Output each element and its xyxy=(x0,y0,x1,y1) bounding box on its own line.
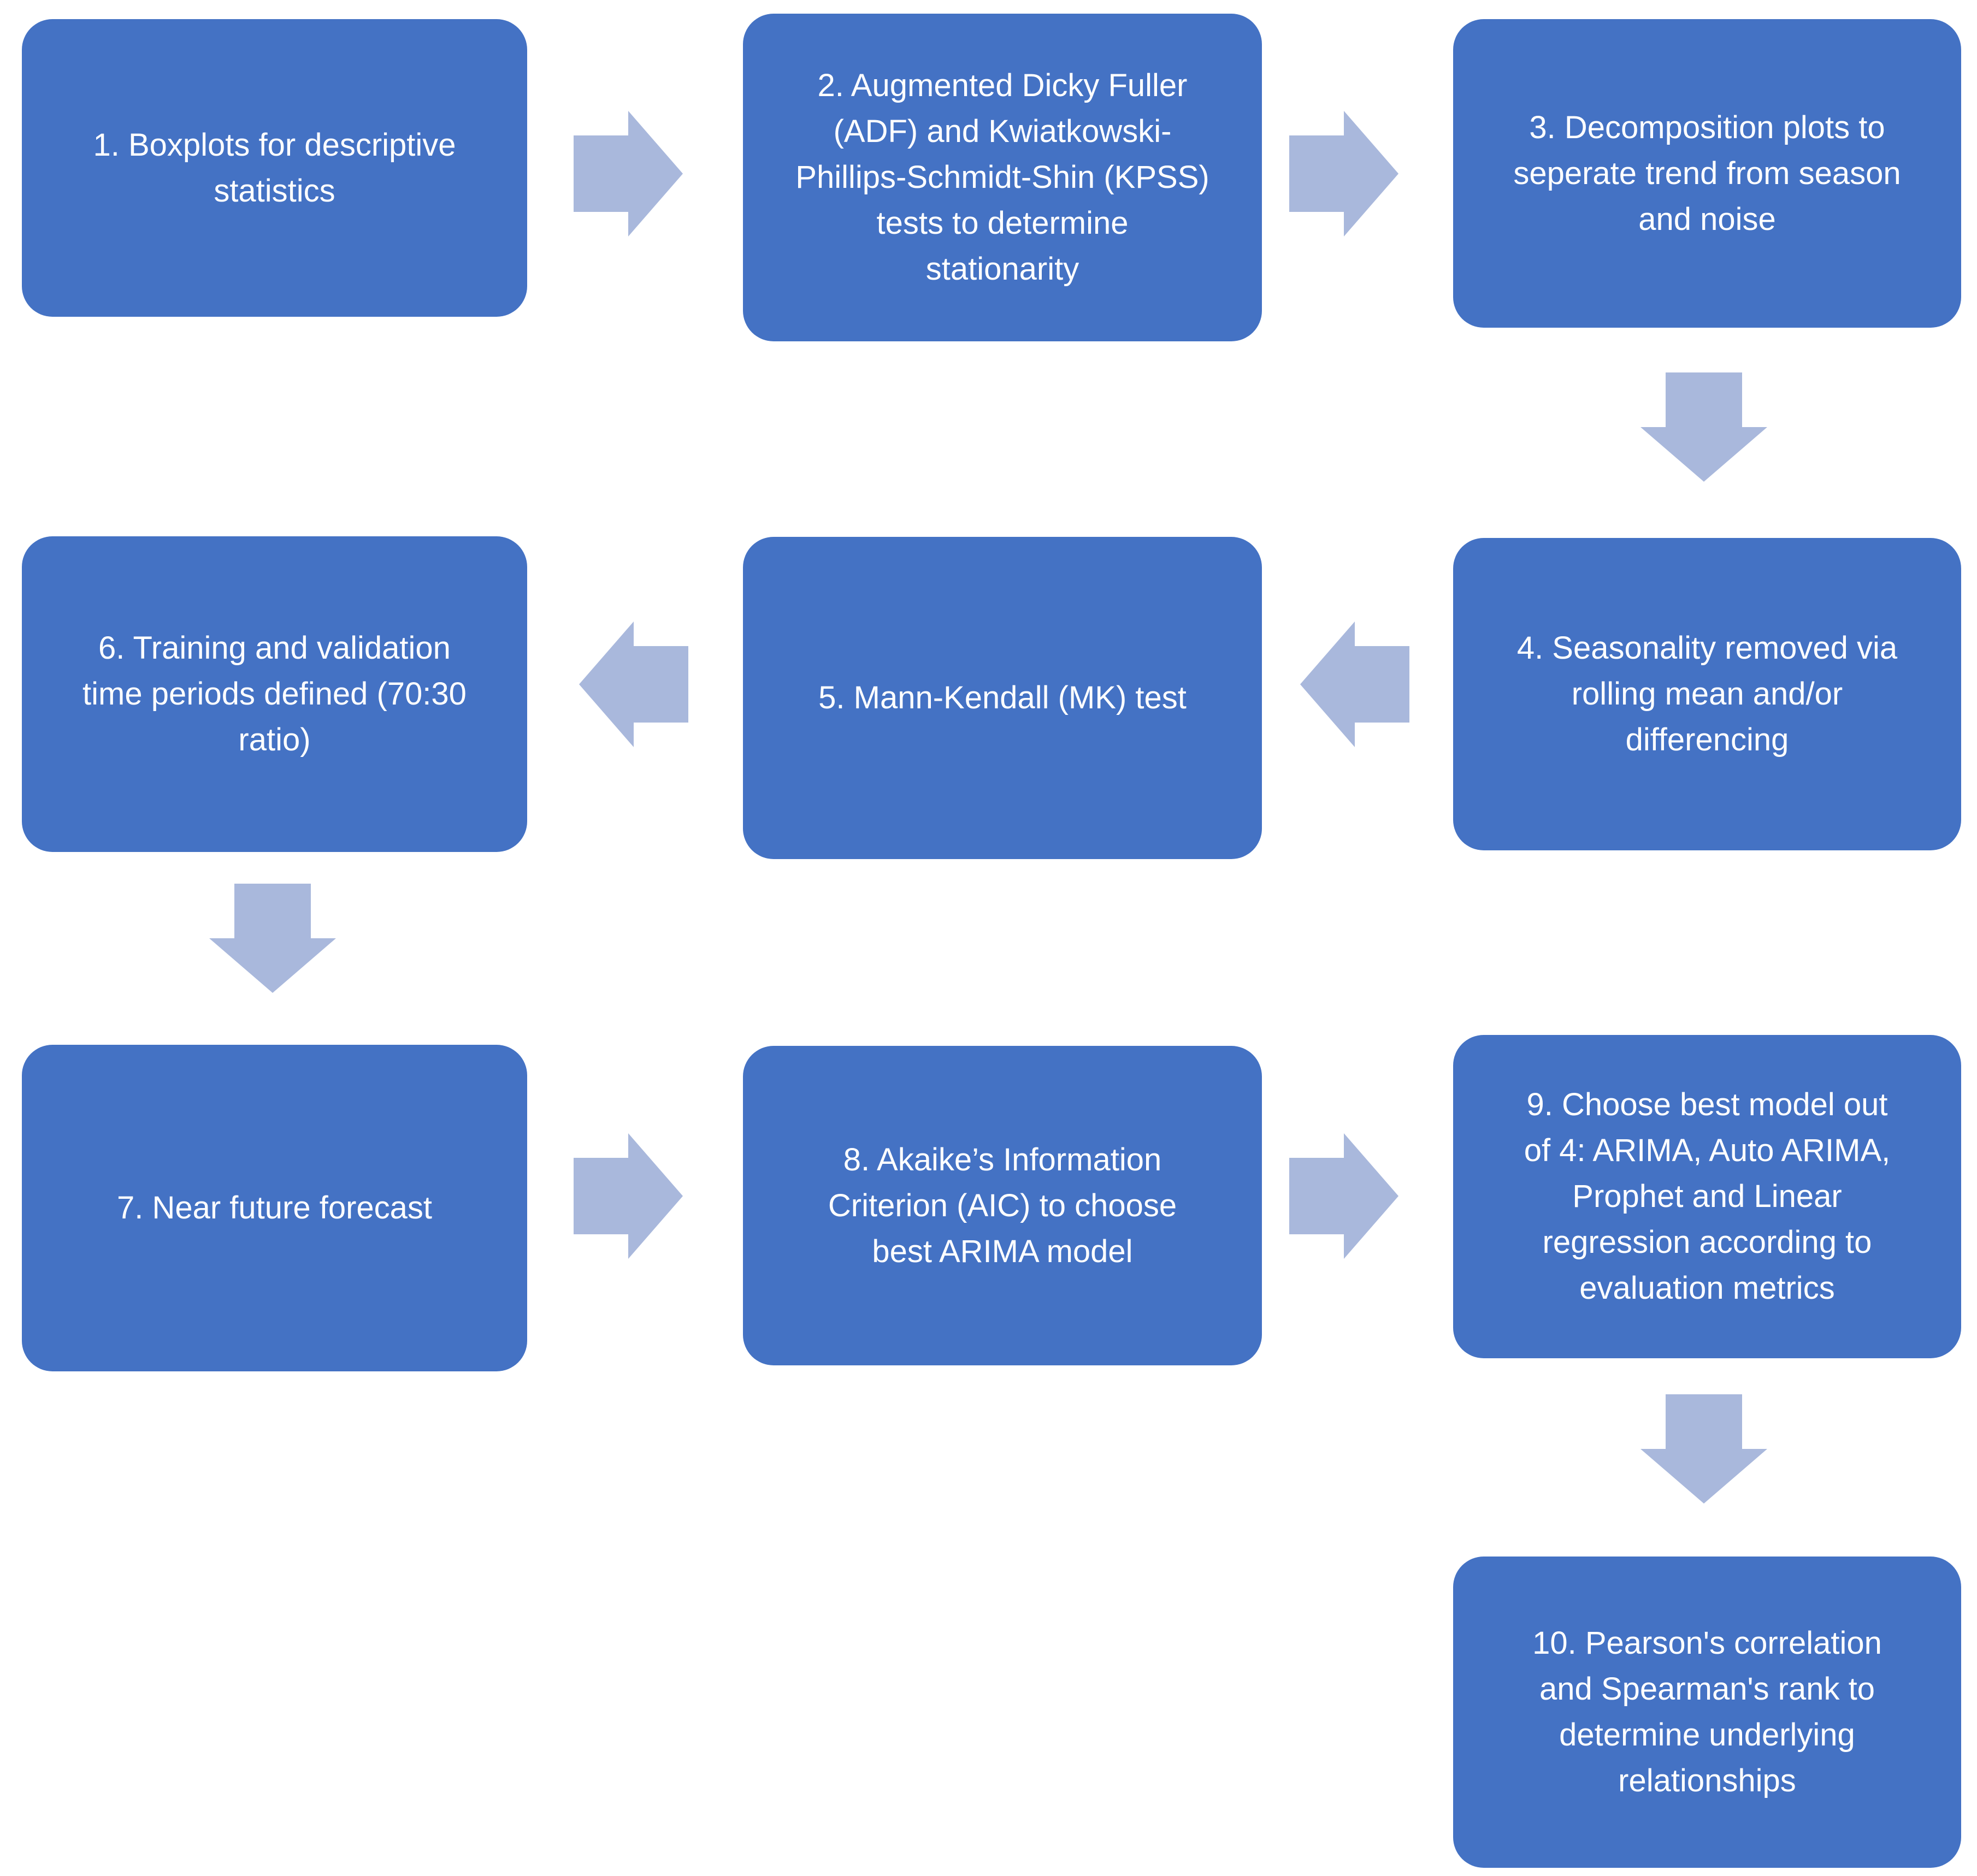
step-9-box: 9. Choose best model out of 4: ARIMA, Au… xyxy=(1453,1035,1961,1358)
arrow-step6-to-step7-down-icon xyxy=(209,884,336,993)
step-8-box: 8. Akaike’s Information Criterion (AIC) … xyxy=(743,1046,1262,1365)
step-6-box: 6. Training and validation time periods … xyxy=(22,536,527,852)
arrow-step3-to-step4-down-icon xyxy=(1640,372,1767,482)
step-1-box: 1. Boxplots for descriptive statistics xyxy=(22,19,527,317)
arrow-step4-to-step5-left-icon xyxy=(1300,622,1409,747)
arrow-step8-to-step9-right-icon xyxy=(1289,1133,1398,1259)
step-7-box: 7. Near future forecast xyxy=(22,1045,527,1371)
arrow-step5-to-step6-left-icon xyxy=(579,622,688,747)
step-3-box: 3. Decomposition plots to seperate trend… xyxy=(1453,19,1961,328)
arrow-step1-to-step2-right-icon xyxy=(574,111,683,236)
step-10-box: 10. Pearson's correlation and Spearman's… xyxy=(1453,1557,1961,1868)
arrow-step2-to-step3-right-icon xyxy=(1289,111,1398,236)
step-2-box: 2. Augmented Dicky Fuller (ADF) and Kwia… xyxy=(743,14,1262,341)
step-5-box: 5. Mann-Kendall (MK) test xyxy=(743,537,1262,859)
step-4-box: 4. Seasonality removed via rolling mean … xyxy=(1453,538,1961,850)
arrow-step9-to-step10-down-icon xyxy=(1640,1394,1767,1504)
arrow-step7-to-step8-right-icon xyxy=(574,1133,683,1259)
